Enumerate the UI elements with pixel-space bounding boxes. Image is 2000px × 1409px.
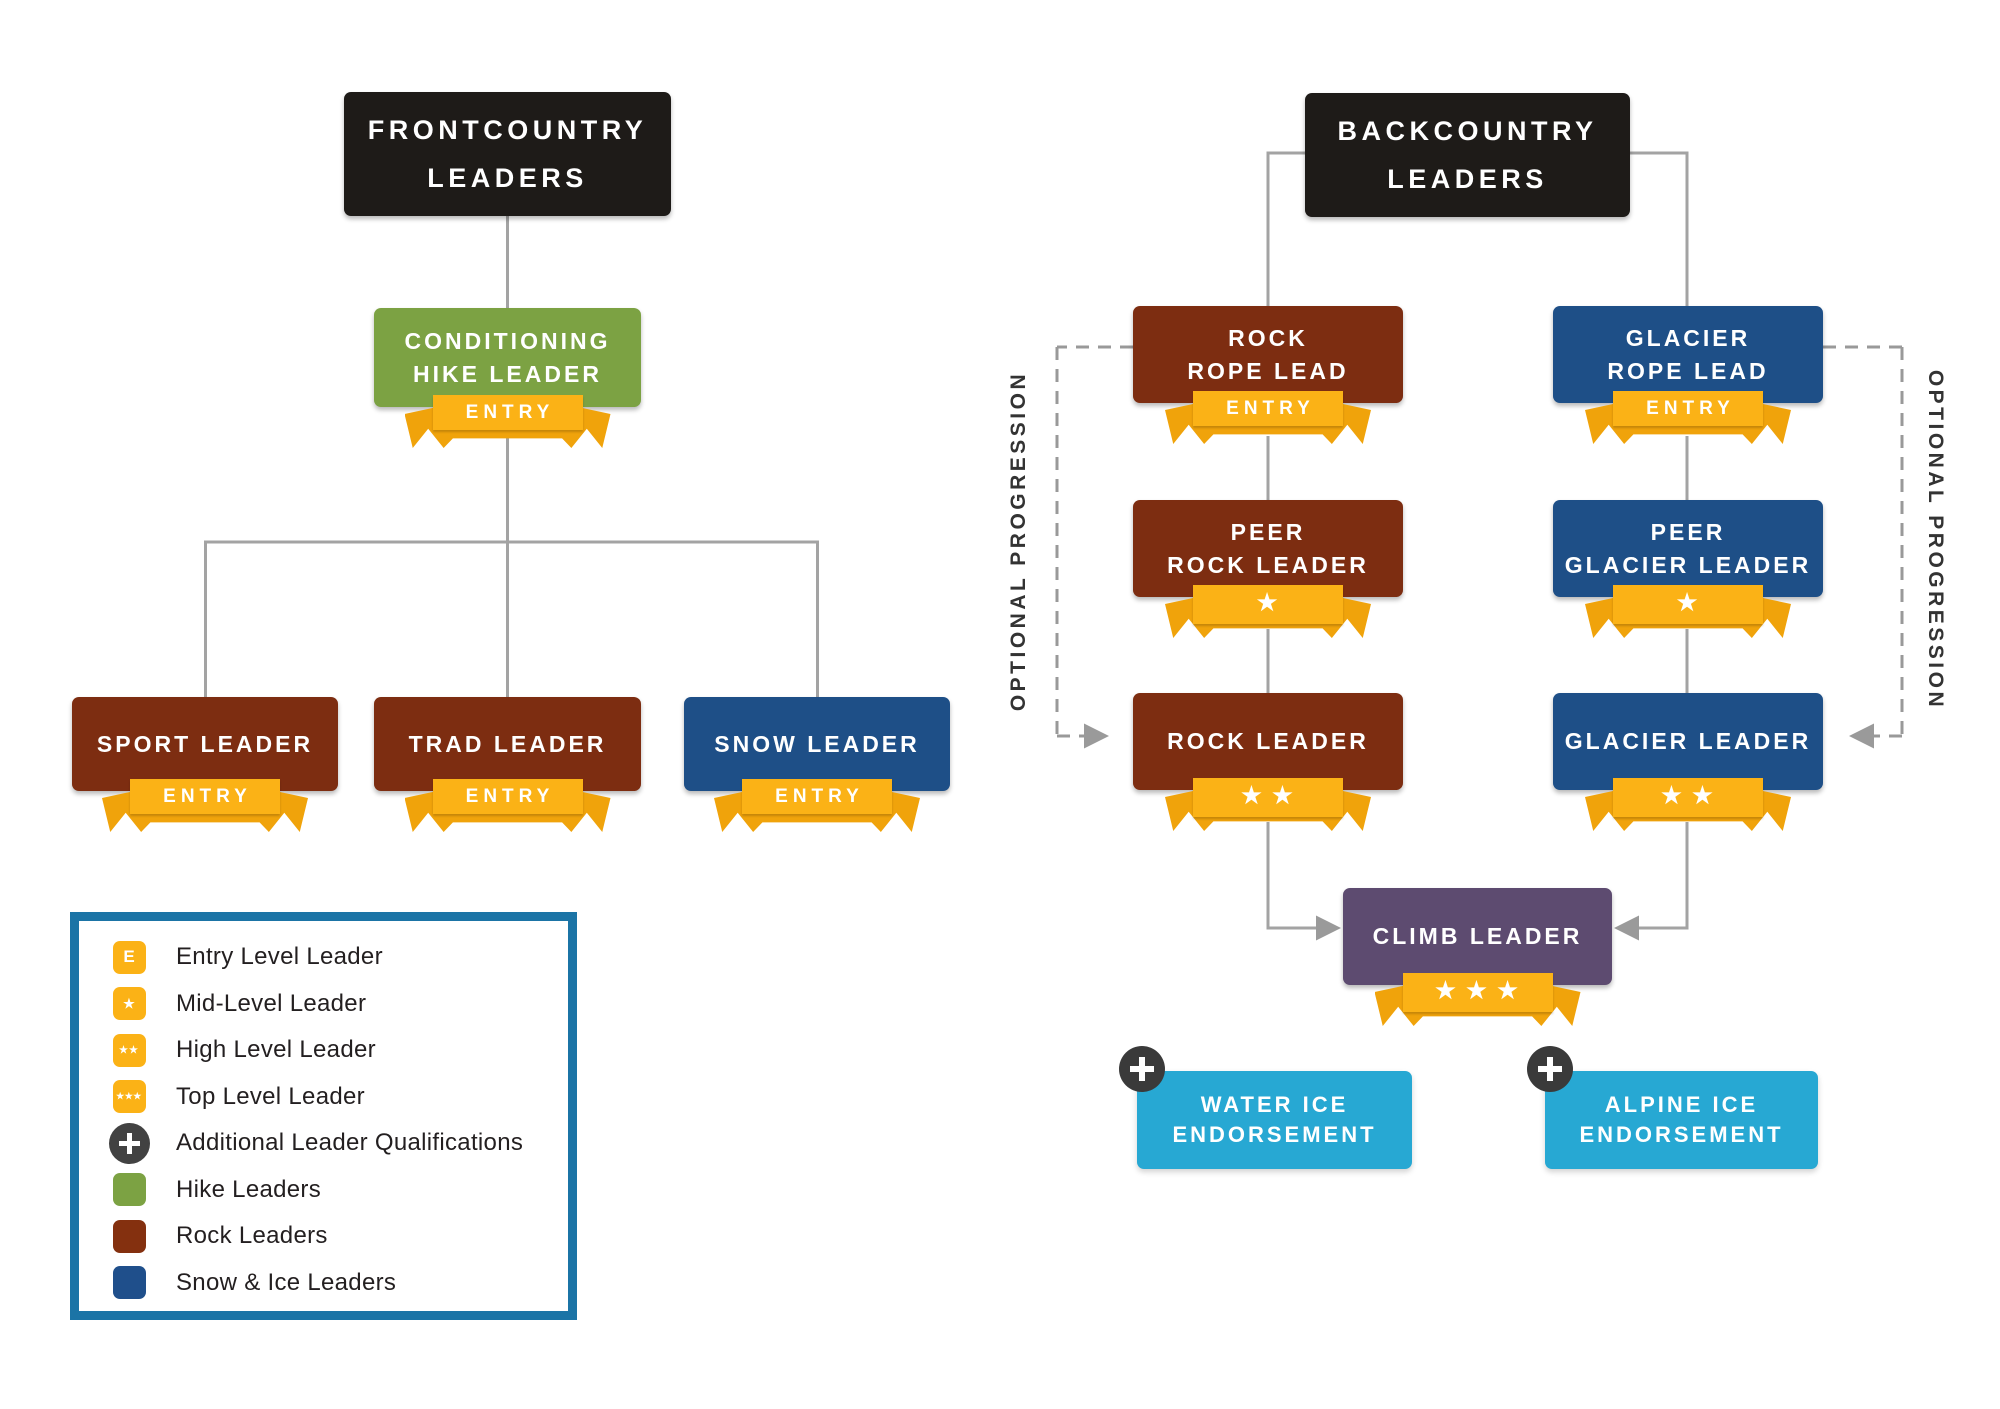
plus-icon	[1527, 1046, 1573, 1092]
backcountry-tree-connectors	[1266, 151, 1689, 930]
climb-leader-box: CLIMB LEADER ★ ★ ★	[1343, 888, 1612, 1026]
legend-label: Top Level Leader	[176, 1082, 365, 1110]
rock-rope-lead-box: ROCK ROPE LEAD ENTRY	[1133, 306, 1403, 444]
legend-label: Entry Level Leader	[176, 943, 383, 971]
backcountry-leaders-box: BACKCOUNTRY LEADERS	[1305, 93, 1630, 217]
node-label: CLIMB LEADER	[1372, 923, 1583, 949]
optional-progression-dashed-left	[1055, 345, 1133, 738]
legend-label: Rock Leaders	[176, 1222, 328, 1250]
node-label: GLACIER LEADER	[1564, 728, 1812, 754]
node-label: SNOW LEADER	[714, 730, 920, 757]
node-label: GLACIER ROPE LEAD	[1607, 324, 1769, 384]
plus-icon	[108, 1122, 150, 1164]
glacier-leader-box: GLACIER LEADER ★ ★	[1553, 693, 1823, 831]
node-label: CONDITIONING HIKE LEADER	[404, 327, 611, 387]
node-label: ROCK ROPE LEAD	[1187, 324, 1349, 384]
hike-leaders-swatch-icon	[112, 1173, 146, 1207]
water-ice-endorsement-box: WATER ICE ENDORSEMENT	[1119, 1046, 1412, 1169]
optional-progression-dashed-right	[1823, 345, 1904, 738]
node-label: PEER ROCK LEADER	[1167, 518, 1369, 578]
arrow-left-icon	[1849, 723, 1874, 749]
legend-row: ★★★ Top Level Leader	[106, 1074, 568, 1121]
sport-leader-box: SPORT LEADER ENTRY	[72, 697, 338, 832]
rock-leaders-swatch-icon	[112, 1219, 146, 1253]
legend-label: Hike Leaders	[176, 1175, 322, 1203]
node-label: SPORT LEADER	[96, 730, 314, 757]
climb-leader-arrows	[1316, 915, 1639, 941]
three-star-badge-icon: ★★★	[112, 1080, 146, 1114]
conditioning-hike-leader-box: CONDITIONING HIKE LEADER ENTRY	[374, 308, 641, 448]
legend-label: Additional Leader Qualifications	[176, 1129, 524, 1157]
arrow-right-icon	[1316, 915, 1341, 941]
peer-rock-leader-box: PEER ROCK LEADER ★	[1133, 500, 1403, 638]
optional-progression-arrows	[1084, 723, 1874, 749]
node-label: PEER GLACIER LEADER	[1564, 518, 1812, 578]
snow-leader-box: SNOW LEADER ENTRY	[684, 697, 950, 832]
frontcountry-tree-connectors	[204, 216, 819, 697]
legend-row: ★ Mid-Level Leader	[106, 981, 568, 1028]
peer-glacier-leader-box: PEER GLACIER LEADER ★	[1553, 500, 1823, 638]
alpine-ice-endorsement-box: ALPINE ICE ENDORSEMENT	[1527, 1046, 1818, 1169]
plus-icon	[1119, 1046, 1165, 1092]
frontcountry-leaders-box: FRONTCOUNTRY LEADERS	[344, 92, 671, 216]
legend-row: Snow & Ice Leaders	[106, 1260, 568, 1307]
legend: E Entry Level Leader ★ Mid-Level Leader …	[70, 912, 577, 1320]
one-star-badge-icon: ★	[112, 987, 146, 1021]
frontcountry-leaders-title: FRONTCOUNTRY LEADERS	[367, 115, 648, 193]
optional-progression-label-right: OPTIONAL PROGRESSION	[1924, 369, 1947, 711]
backcountry-leaders-title: BACKCOUNTRY LEADERS	[1337, 116, 1598, 194]
legend-label: High Level Leader	[176, 1036, 376, 1064]
node-label: ALPINE ICE ENDORSEMENT	[1579, 1092, 1784, 1147]
legend-row: Rock Leaders	[106, 1213, 568, 1260]
node-label: ROCK LEADER	[1167, 728, 1369, 754]
glacier-rope-lead-box: GLACIER ROPE LEAD ENTRY	[1553, 306, 1823, 444]
arrow-left-icon	[1614, 915, 1639, 941]
legend-row: E Entry Level Leader	[106, 934, 568, 981]
legend-row: Hike Leaders	[106, 1167, 568, 1214]
rock-leader-box: ROCK LEADER ★ ★	[1133, 693, 1403, 831]
legend-row: ★★ High Level Leader	[106, 1027, 568, 1074]
legend-row: Additional Leader Qualifications	[106, 1120, 568, 1167]
legend-label: Snow & Ice Leaders	[176, 1268, 397, 1296]
node-label: WATER ICE ENDORSEMENT	[1172, 1092, 1377, 1147]
entry-level-badge-icon: E	[112, 940, 146, 974]
snow-ice-leaders-swatch-icon	[112, 1266, 146, 1300]
two-star-badge-icon: ★★	[112, 1033, 146, 1067]
node-label: TRAD LEADER	[408, 730, 607, 757]
arrow-right-icon	[1084, 723, 1109, 749]
legend-label: Mid-Level Leader	[176, 989, 367, 1017]
optional-progression-label-left: OPTIONAL PROGRESSION	[1007, 370, 1030, 712]
trad-leader-box: TRAD LEADER ENTRY	[374, 697, 641, 832]
